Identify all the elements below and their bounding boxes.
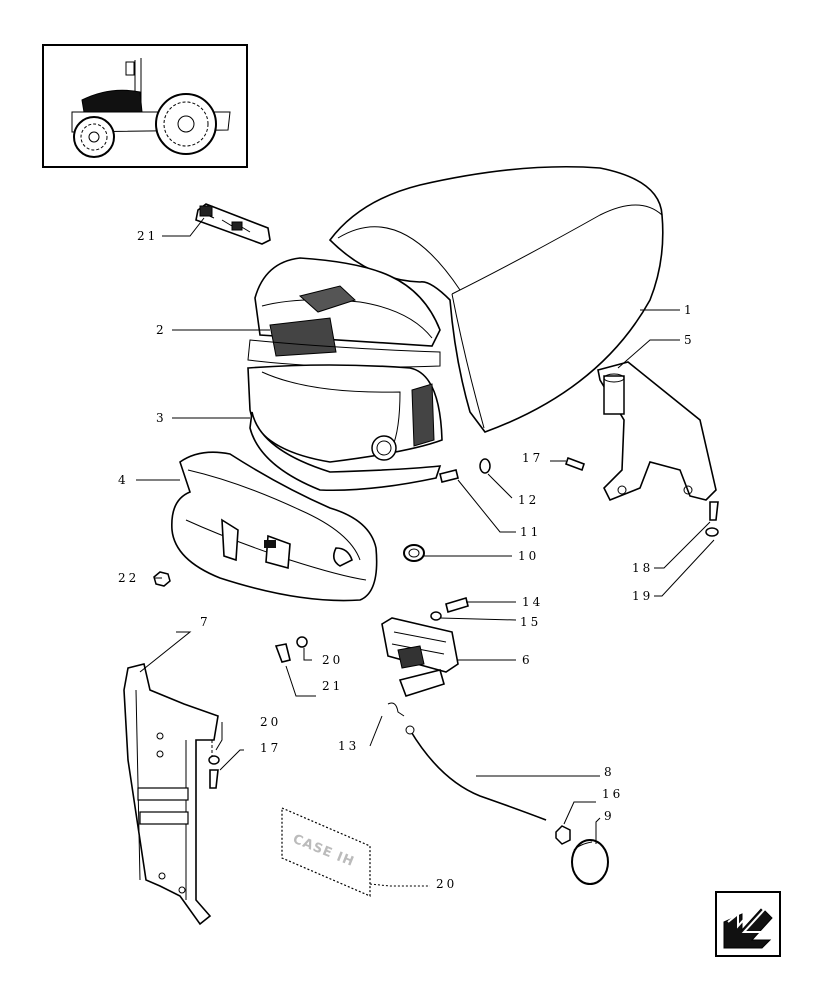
part-7-support — [123, 663, 219, 926]
part-1-hood — [328, 165, 664, 433]
hardware-items — [153, 456, 719, 789]
callout-17-left: 17 — [260, 741, 281, 755]
tractor-overview-icon[interactable] — [42, 44, 248, 168]
part-8-rod-assembly — [405, 725, 609, 885]
callout-2: 2 — [156, 323, 167, 337]
callout-21-top: 21 — [137, 229, 158, 243]
callout-19: 19 — [632, 589, 653, 603]
leader-lines — [136, 217, 715, 887]
callout-7: 7 — [200, 615, 211, 629]
callout-10: 10 — [518, 549, 539, 563]
callout-8: 8 — [604, 765, 615, 779]
callout-15: 15 — [520, 615, 541, 629]
callout-20-middle: 20 — [322, 653, 343, 667]
callout-20-decal: 20 — [436, 877, 457, 891]
callout-18: 18 — [632, 561, 653, 575]
callout-9: 9 — [604, 809, 615, 823]
callout-1: 1 — [684, 303, 695, 317]
callout-5: 5 — [684, 333, 695, 347]
page-navigation-arrow-icon[interactable] — [715, 891, 781, 957]
part-2-upper-grille — [247, 257, 441, 368]
part-3-lower-grille — [247, 364, 443, 492]
part-21-clip — [195, 203, 271, 245]
part-20-decal: CASE IH — [281, 807, 371, 897]
callout-12: 12 — [518, 493, 539, 507]
callout-11: 11 — [520, 525, 541, 539]
callouts: 21 2 3 4 22 1 5 17 12 11 10 18 19 14 15 … — [118, 229, 695, 891]
callout-22: 22 — [118, 571, 139, 585]
callout-4: 4 — [118, 473, 129, 487]
callout-21-middle: 21 — [322, 679, 343, 693]
part-4-front-bracket — [171, 451, 378, 602]
callout-17-right: 17 — [522, 451, 543, 465]
callout-20-left: 20 — [260, 715, 281, 729]
callout-16: 16 — [602, 787, 623, 801]
callout-6: 6 — [522, 653, 533, 667]
callout-3: 3 — [156, 411, 167, 425]
callout-13: 13 — [338, 739, 359, 753]
part-6-latch — [381, 617, 459, 697]
part-5-bracket — [597, 361, 717, 502]
callout-14: 14 — [522, 595, 543, 609]
